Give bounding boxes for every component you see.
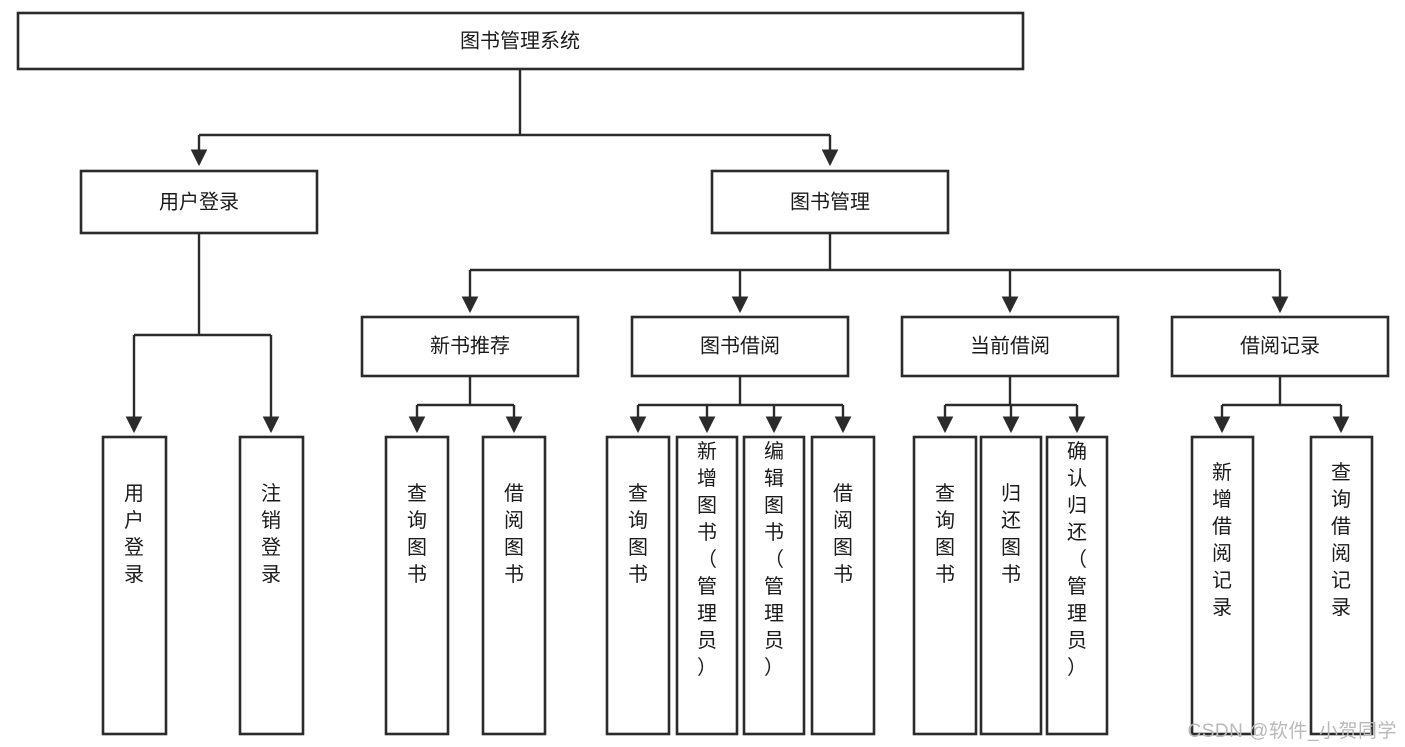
node-leaf-add-record-label: 新增借阅记录 [1212, 461, 1232, 619]
node-leaf-query-record[interactable]: 查询借阅记录 [1309, 435, 1374, 736]
node-current-borrow-box[interactable] [900, 315, 1120, 378]
node-leaf-query-record-label: 查询借阅记录 [1331, 461, 1351, 619]
node-leaf-query-book-1[interactable]: 查询图书 [384, 435, 450, 736]
node-leaf-query-book-1-label: 查询图书 [407, 482, 427, 586]
node-leaf-borrow-book-2-label: 借阅图书 [833, 482, 853, 586]
node-root-box[interactable] [16, 11, 1025, 71]
node-user-login-label: 用户登录 [159, 190, 239, 213]
node-book-borrow[interactable]: 图书借阅 [630, 315, 850, 378]
node-leaf-borrow-book-1[interactable]: 借阅图书 [481, 435, 547, 736]
leaf-layer: 用户登录 注销登录 查询图书 借阅图书 查询图书 新增图书（管理员） [101, 435, 1374, 736]
node-root-label: 图书管理系统 [460, 29, 580, 52]
node-leaf-user-login[interactable]: 用户登录 [101, 435, 168, 736]
node-leaf-user-logout-box[interactable] [238, 435, 305, 736]
node-leaf-add-record[interactable]: 新增借阅记录 [1190, 435, 1255, 736]
node-leaf-user-login-label: 用户登录 [124, 483, 144, 586]
node-current-borrow-label: 当前借阅 [970, 334, 1050, 357]
node-leaf-return-book-label: 归还图书 [1001, 482, 1021, 586]
node-leaf-query-book-2-box[interactable] [605, 435, 671, 736]
node-book-borrow-label: 图书借阅 [700, 334, 780, 357]
node-leaf-borrow-book-2-box[interactable] [810, 435, 876, 736]
node-root[interactable]: 图书管理系统 [16, 11, 1025, 71]
node-leaf-user-login-box[interactable] [101, 435, 168, 736]
node-leaf-add-book-label: 新增图书（管理员） [697, 440, 717, 679]
node-leaf-borrow-book-2[interactable]: 借阅图书 [810, 435, 876, 736]
node-leaf-query-book-3-box[interactable] [912, 435, 978, 736]
node-user-login[interactable]: 用户登录 [79, 169, 319, 235]
node-new-book-recommend-label: 新书推荐 [430, 334, 510, 357]
node-current-borrow[interactable]: 当前借阅 [900, 315, 1120, 378]
node-leaf-user-logout-label: 注销登录 [261, 482, 281, 586]
node-new-book-recommend[interactable]: 新书推荐 [360, 315, 580, 378]
node-leaf-add-book-box[interactable] [675, 435, 739, 736]
node-leaf-confirm-return-box[interactable] [1045, 435, 1109, 736]
node-leaf-return-book-box[interactable] [979, 435, 1043, 736]
node-leaf-query-book-3-label: 查询图书 [935, 482, 955, 586]
watermark: CSDN @软件_小贺同学 [1187, 721, 1397, 742]
node-leaf-query-book-1-box[interactable] [384, 435, 450, 736]
node-borrow-record-box[interactable] [1170, 315, 1390, 378]
node-leaf-return-book[interactable]: 归还图书 [979, 435, 1043, 736]
node-leaf-edit-book-box[interactable] [742, 435, 806, 736]
node-book-management[interactable]: 图书管理 [710, 169, 950, 235]
node-leaf-query-book-2-label: 查询图书 [628, 482, 648, 586]
node-leaf-add-record-box[interactable] [1190, 435, 1255, 736]
node-book-management-label: 图书管理 [790, 190, 870, 213]
node-leaf-confirm-return[interactable]: 确认归还（管理员） [1045, 435, 1109, 736]
node-borrow-record-label: 借阅记录 [1240, 334, 1320, 357]
node-leaf-user-logout[interactable]: 注销登录 [238, 435, 305, 736]
node-leaf-query-book-2[interactable]: 查询图书 [605, 435, 671, 736]
node-leaf-edit-book[interactable]: 编辑图书（管理员） [742, 435, 806, 736]
node-leaf-borrow-book-1-box[interactable] [481, 435, 547, 736]
node-leaf-borrow-book-1-label: 借阅图书 [504, 482, 524, 586]
node-leaf-query-record-box[interactable] [1309, 435, 1374, 736]
node-book-management-box[interactable] [710, 169, 950, 235]
node-leaf-confirm-return-label: 确认归还（管理员） [1067, 440, 1087, 679]
node-user-login-box[interactable] [79, 169, 319, 235]
connector-layer [125, 69, 1350, 434]
node-new-book-recommend-box[interactable] [360, 315, 580, 378]
node-leaf-add-book[interactable]: 新增图书（管理员） [675, 435, 739, 736]
node-borrow-record[interactable]: 借阅记录 [1170, 315, 1390, 378]
node-leaf-edit-book-label: 编辑图书（管理员） [764, 440, 784, 679]
node-book-borrow-box[interactable] [630, 315, 850, 378]
node-leaf-query-book-3[interactable]: 查询图书 [912, 435, 978, 736]
